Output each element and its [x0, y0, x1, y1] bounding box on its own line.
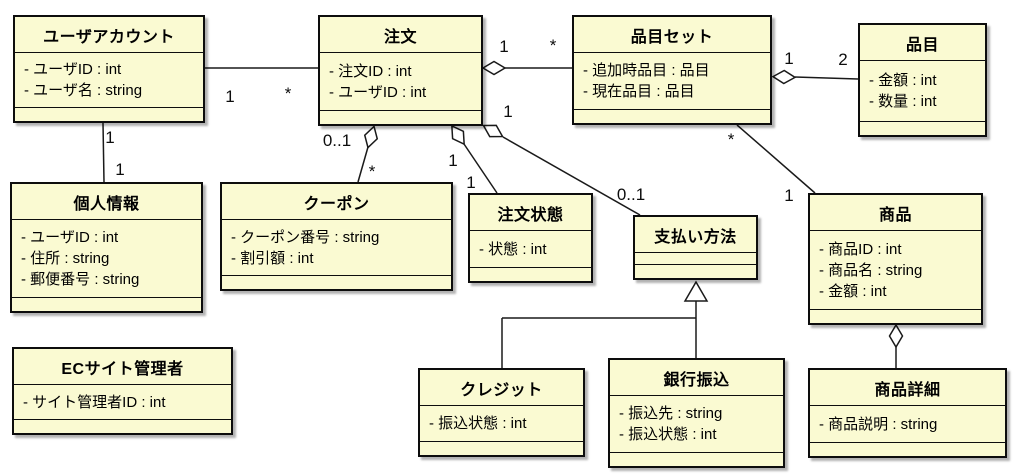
class-attribute: - 追加時品目 : 品目 [583, 62, 710, 79]
class-order[interactable]: 注文 - 注文ID : int - ユーザID : int [318, 15, 483, 126]
class-name: 注文状態 [470, 195, 591, 231]
aggregation-diamond-order-coupon [363, 125, 379, 149]
class-personal-info[interactable]: 個人情報 - ユーザID : int - 住所 : string - 郵便番号 … [10, 182, 203, 313]
generalization-triangle-payment-method [683, 280, 709, 302]
class-coupon[interactable]: クーポン - クーポン番号 : string - 割引額 : int [220, 182, 453, 291]
multiplicity-label: 1 [225, 87, 235, 106]
class-attribute: - 商品名 : string [819, 261, 923, 279]
class-attribute: - ユーザID : int [21, 229, 119, 246]
class-attribute: - ユーザID : int [24, 61, 122, 78]
class-user-account[interactable]: ユーザアカウント - ユーザID : int - ユーザ名 : string [13, 15, 205, 123]
edge-user-account-personal-info [102, 122, 105, 183]
class-attribute: - 数量 : int [869, 93, 937, 110]
multiplicity-label: 1 [466, 173, 476, 192]
aggregation-diamond-order-item-set [481, 60, 507, 76]
multiplicity-label: 1 [499, 37, 509, 56]
class-item[interactable]: 品目 - 金額 : int - 数量 : int [858, 23, 987, 137]
class-name: クレジット [420, 370, 583, 406]
class-attribute: - クーポン番号 : string [231, 228, 380, 246]
multiplicity-label: 1 [115, 160, 125, 179]
multiplicity-label: 1 [784, 49, 794, 68]
operations-compartment [810, 442, 1005, 456]
aggregation-diamond-product-product-detail [888, 323, 904, 349]
multiplicity-label: * [368, 162, 376, 181]
edge-order-order-status [463, 143, 498, 194]
class-attribute: - 振込状態 : int [429, 415, 527, 432]
class-bank-transfer[interactable]: 銀行振込 - 振込先 : string - 振込状態 : int [608, 358, 785, 468]
class-name: 注文 [320, 17, 481, 53]
multiplicity-label: 0..1 [322, 131, 352, 150]
class-attribute: - 現在品目 : 品目 [583, 83, 695, 100]
operations-compartment [574, 109, 770, 123]
aggregation-diamond-item-set-item [771, 69, 797, 85]
multiplicity-label: 2 [838, 50, 848, 69]
class-attribute: - 振込状態 : int [619, 426, 717, 443]
class-item-set[interactable]: 品目セット - 追加時品目 : 品目 - 現在品目 : 品目 [572, 15, 772, 125]
aggregation-diamond-order-order-status [451, 124, 465, 146]
class-attribute: - 状態 : int [479, 240, 547, 258]
multiplicity-label: * [549, 36, 557, 55]
operations-compartment [470, 267, 591, 281]
operations-compartment [420, 441, 583, 455]
class-attribute: - ユーザID : int [329, 83, 427, 101]
operations-compartment [222, 275, 451, 289]
operations-compartment [14, 419, 231, 433]
operations-compartment [320, 110, 481, 124]
class-attribute: - 金額 : int [819, 282, 887, 300]
edge-order-payment-method [502, 136, 641, 216]
edge-item-set-item [794, 76, 859, 80]
operations-compartment [12, 297, 201, 311]
edge-order-coupon [357, 146, 369, 183]
multiplicity-label: 1 [784, 186, 794, 205]
class-name: 品目 [860, 25, 985, 61]
operations-compartment [15, 107, 203, 121]
class-name: ECサイト管理者 [14, 349, 231, 385]
class-attribute: - 注文ID : int [329, 62, 412, 80]
edge-item-set-product [736, 124, 816, 194]
class-attribute: - ユーザ名 : string [24, 82, 143, 99]
class-product[interactable]: 商品 - 商品ID : int - 商品名 : string - 金額 : in… [808, 193, 983, 325]
operations-compartment [860, 121, 985, 135]
class-name: クーポン [222, 184, 451, 220]
class-attribute: - 商品ID : int [819, 240, 902, 258]
class-credit[interactable]: クレジット - 振込状態 : int [418, 368, 585, 457]
class-attribute: - サイト管理者ID : int [23, 393, 166, 411]
multiplicity-label: 1 [105, 128, 115, 147]
class-name: 品目セット [574, 17, 770, 53]
class-payment-method[interactable]: 支払い方法 [633, 215, 758, 280]
multiplicity-label: 0..1 [616, 185, 646, 204]
multiplicity-label: * [727, 130, 735, 149]
aggregation-diamond-order-payment-method [482, 124, 504, 138]
class-order-status[interactable]: 注文状態 - 状態 : int [468, 193, 593, 283]
class-name: 支払い方法 [635, 217, 756, 253]
class-ec-admin[interactable]: ECサイト管理者 - サイト管理者ID : int [12, 347, 233, 435]
class-attribute: - 割引額 : int [231, 249, 314, 267]
multiplicity-label: 1 [503, 102, 513, 121]
class-attribute: - 振込先 : string [619, 405, 723, 422]
class-product-detail[interactable]: 商品詳細 - 商品説明 : string [808, 368, 1007, 458]
class-attribute: - 金額 : int [869, 72, 937, 89]
class-name: 商品詳細 [810, 370, 1005, 406]
class-name: ユーザアカウント [15, 17, 203, 53]
class-attribute: - 住所 : string [21, 250, 110, 267]
operations-compartment [635, 264, 756, 278]
class-name: 銀行振込 [610, 360, 783, 396]
multiplicity-label: 1 [448, 151, 458, 170]
operations-compartment [610, 452, 783, 466]
operations-compartment [810, 309, 981, 323]
class-attribute: - 郵便番号 : string [21, 271, 140, 288]
class-name: 商品 [810, 195, 981, 231]
multiplicity-label: * [284, 84, 292, 103]
class-attribute: - 商品説明 : string [819, 415, 938, 433]
class-name: 個人情報 [12, 184, 201, 220]
